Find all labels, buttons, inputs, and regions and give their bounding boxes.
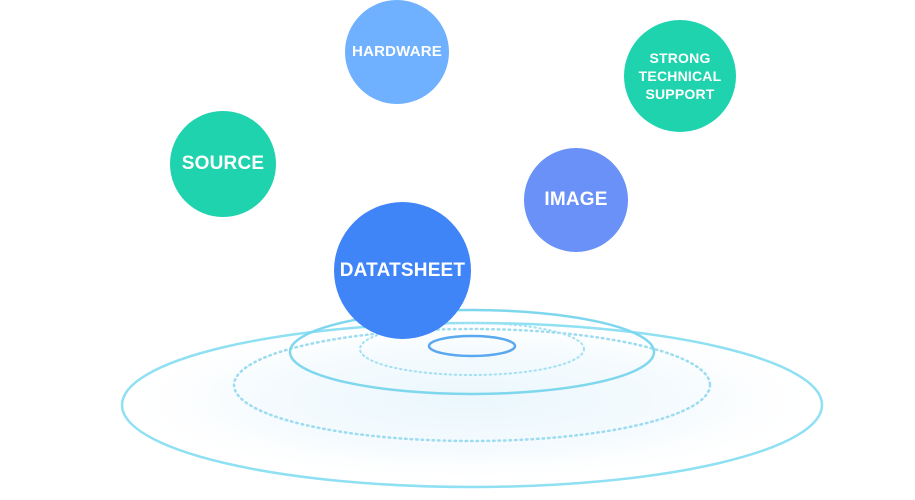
inner-dotted-ring [359,322,585,376]
inner-ring [288,308,656,396]
image-bubble[interactable]: IMAGE [524,148,628,252]
strong-technical-support-bubble[interactable]: STRONG TECHNICAL SUPPORT [624,20,736,132]
platform-glow [112,315,832,485]
strong-technical-support-label: STRONG TECHNICAL SUPPORT [638,49,722,103]
hardware-label: HARDWARE [352,43,442,61]
datasheet-bubble[interactable]: DATATSHEET [334,202,471,339]
datasheet-label: DATATSHEET [339,259,466,281]
source-bubble[interactable]: SOURCE [170,111,276,217]
image-label: IMAGE [544,189,608,211]
middle-dotted-ring [232,327,712,443]
source-label: SOURCE [181,153,265,175]
hardware-bubble[interactable]: HARDWARE [345,0,449,104]
core-ring [427,334,517,358]
